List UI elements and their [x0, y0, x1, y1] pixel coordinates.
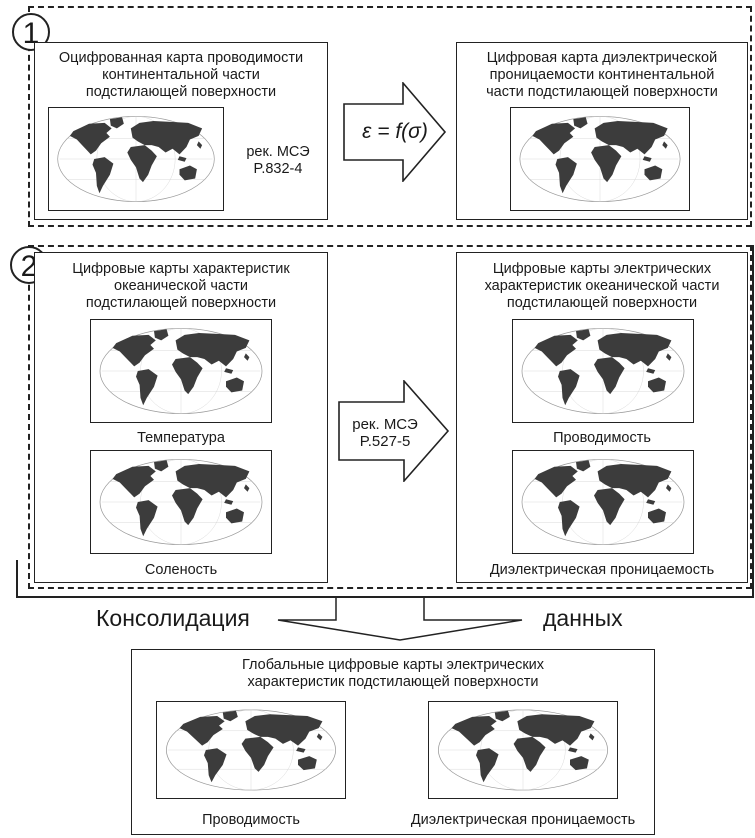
- section-2-arrow-label: рек. МСЭ P.527-5: [352, 416, 418, 450]
- map-ocean-permittivity: [512, 450, 694, 554]
- map-ocean-salinity: [90, 450, 272, 554]
- section-1-frame: [28, 6, 752, 227]
- world-map-icon: [166, 709, 336, 791]
- consolidation-funnel: [277, 598, 523, 641]
- caption-global-conductivity: Проводимость: [202, 812, 300, 828]
- world-map-icon: [438, 709, 608, 791]
- map-global-conductivity: [156, 701, 346, 799]
- world-map-icon: [521, 327, 685, 415]
- section-1-left-title: Оцифрованная карта проводимости континен…: [58, 50, 304, 100]
- caption-temperature: Температура: [137, 430, 225, 446]
- section-1-left-note: рек. МСЭ P.832-4: [246, 144, 310, 177]
- consolidation-word-right: данных: [543, 605, 623, 631]
- result-title: Глобальные цифровые карты электрических …: [241, 657, 545, 690]
- section-1-right-title: Цифровая карта диэлектрической проницаем…: [486, 50, 718, 100]
- world-map-icon: [99, 327, 263, 415]
- section-2-bracket: [16, 245, 754, 598]
- caption-global-permittivity: Диэлектрическая проницаемость: [410, 812, 636, 828]
- section-1-arrow: [343, 82, 447, 182]
- section-2-right-title: Цифровые карты электрических характерист…: [484, 261, 720, 311]
- consolidation-word-left: Консолидация: [96, 605, 250, 631]
- caption-ocean-conductivity: Проводимость: [553, 430, 651, 446]
- map-continental-permittivity: [510, 107, 690, 211]
- section-2-frame: [28, 245, 752, 589]
- map-ocean-temperature: [90, 319, 272, 423]
- section-1-formula: ε = f(σ): [362, 120, 428, 143]
- world-map-icon: [519, 115, 681, 203]
- world-map-icon: [99, 458, 263, 546]
- section-2-left-title: Цифровые карты характеристик океаническо…: [72, 261, 290, 311]
- map-continental-conductivity: [48, 107, 224, 211]
- map-ocean-conductivity: [512, 319, 694, 423]
- world-map-icon: [57, 115, 215, 203]
- world-map-icon: [521, 458, 685, 546]
- caption-ocean-permittivity: Диэлектрическая проницаемость: [489, 562, 715, 578]
- map-global-permittivity: [428, 701, 618, 799]
- caption-salinity: Соленость: [144, 562, 218, 578]
- section-2-arrow: [338, 380, 450, 482]
